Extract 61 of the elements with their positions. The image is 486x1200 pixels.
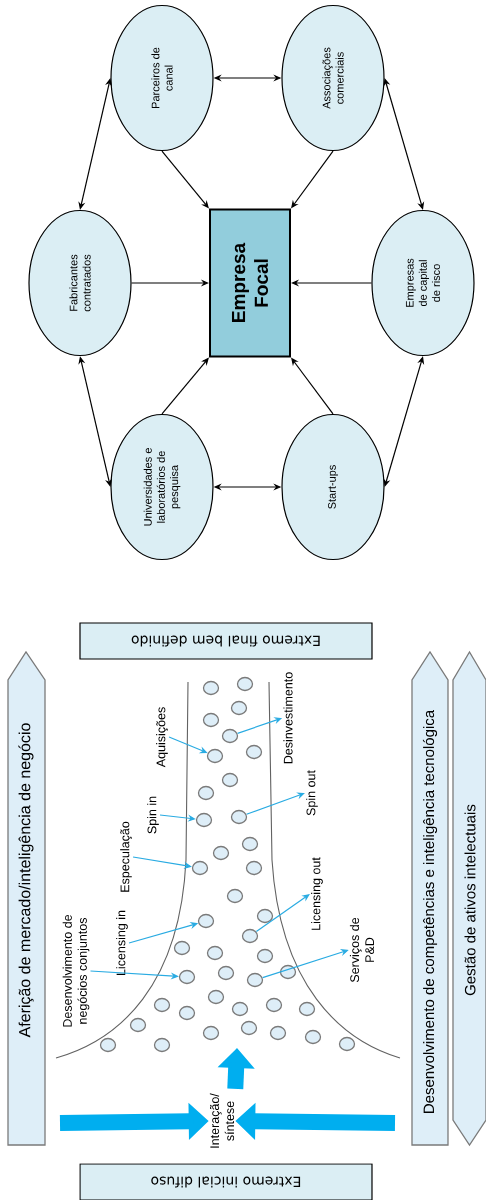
bubble xyxy=(226,888,244,904)
funnel-label: Aquisições xyxy=(155,698,169,776)
bubble xyxy=(212,845,230,861)
funnel-label: Serviços de P&D xyxy=(348,914,376,986)
bubble xyxy=(197,785,215,801)
bubble xyxy=(202,712,220,728)
funnel-label: Interação/ síntese xyxy=(208,1089,236,1153)
bubble xyxy=(256,908,274,924)
funnel-label: Spin out xyxy=(305,762,319,824)
bubble xyxy=(197,913,215,929)
funnel-label: Desinvestimento xyxy=(282,662,294,774)
bubble xyxy=(245,860,263,876)
bubble xyxy=(246,972,264,988)
bubble xyxy=(99,1037,117,1053)
leader-arrow xyxy=(132,856,192,869)
bubble xyxy=(236,676,254,692)
bubble xyxy=(230,700,248,716)
label-band: Desenvolvimento de competências e inteligência tecnológica xyxy=(411,650,449,1146)
bubble xyxy=(202,680,220,696)
bubble xyxy=(153,1037,171,1053)
bubble xyxy=(202,1025,220,1041)
bubble xyxy=(153,997,171,1013)
funnel-label: Desenvolvimento de negócios conjuntos xyxy=(61,907,91,1035)
bubble xyxy=(269,1025,287,1041)
bubble xyxy=(173,940,191,956)
bubble xyxy=(207,989,225,1005)
funnel-label: Licensing out xyxy=(310,850,324,938)
funnel-label: Licensing in xyxy=(115,902,129,984)
bubble xyxy=(240,1020,258,1036)
bubble xyxy=(206,945,224,961)
bubble xyxy=(231,1001,249,1017)
bubble xyxy=(178,969,196,985)
bubble xyxy=(230,809,248,825)
leader-arrow xyxy=(245,792,305,815)
funnel-label: Especulação xyxy=(119,816,133,898)
bubble xyxy=(217,965,235,981)
bubble xyxy=(129,1017,147,1033)
leader-arrow xyxy=(159,814,196,822)
funnel-label: Spin in xyxy=(146,789,160,841)
connector-arrow xyxy=(383,78,425,210)
bubble xyxy=(241,928,259,944)
bubble xyxy=(256,948,274,964)
bubble xyxy=(279,964,297,980)
leader-arrow xyxy=(255,894,310,933)
bubble xyxy=(265,997,283,1013)
bubble xyxy=(221,772,239,788)
bubble xyxy=(178,1005,196,1021)
label-band: Aferição de mercado/inteligência de negócio xyxy=(7,650,46,1146)
bubble xyxy=(338,1036,356,1052)
connector-arrow xyxy=(78,356,113,487)
bubble xyxy=(206,748,224,764)
bubble xyxy=(304,1029,322,1045)
bubble xyxy=(195,812,213,828)
bubble xyxy=(298,1001,316,1017)
stage-box: Extremo inicial difuso xyxy=(79,1163,373,1200)
bubble xyxy=(221,728,239,744)
focal-box: Empresa Focal xyxy=(209,208,291,358)
bubble xyxy=(245,744,263,760)
bubble xyxy=(241,836,259,852)
stage-box: Extremo final bem definido xyxy=(79,622,373,660)
bubble xyxy=(191,860,209,876)
